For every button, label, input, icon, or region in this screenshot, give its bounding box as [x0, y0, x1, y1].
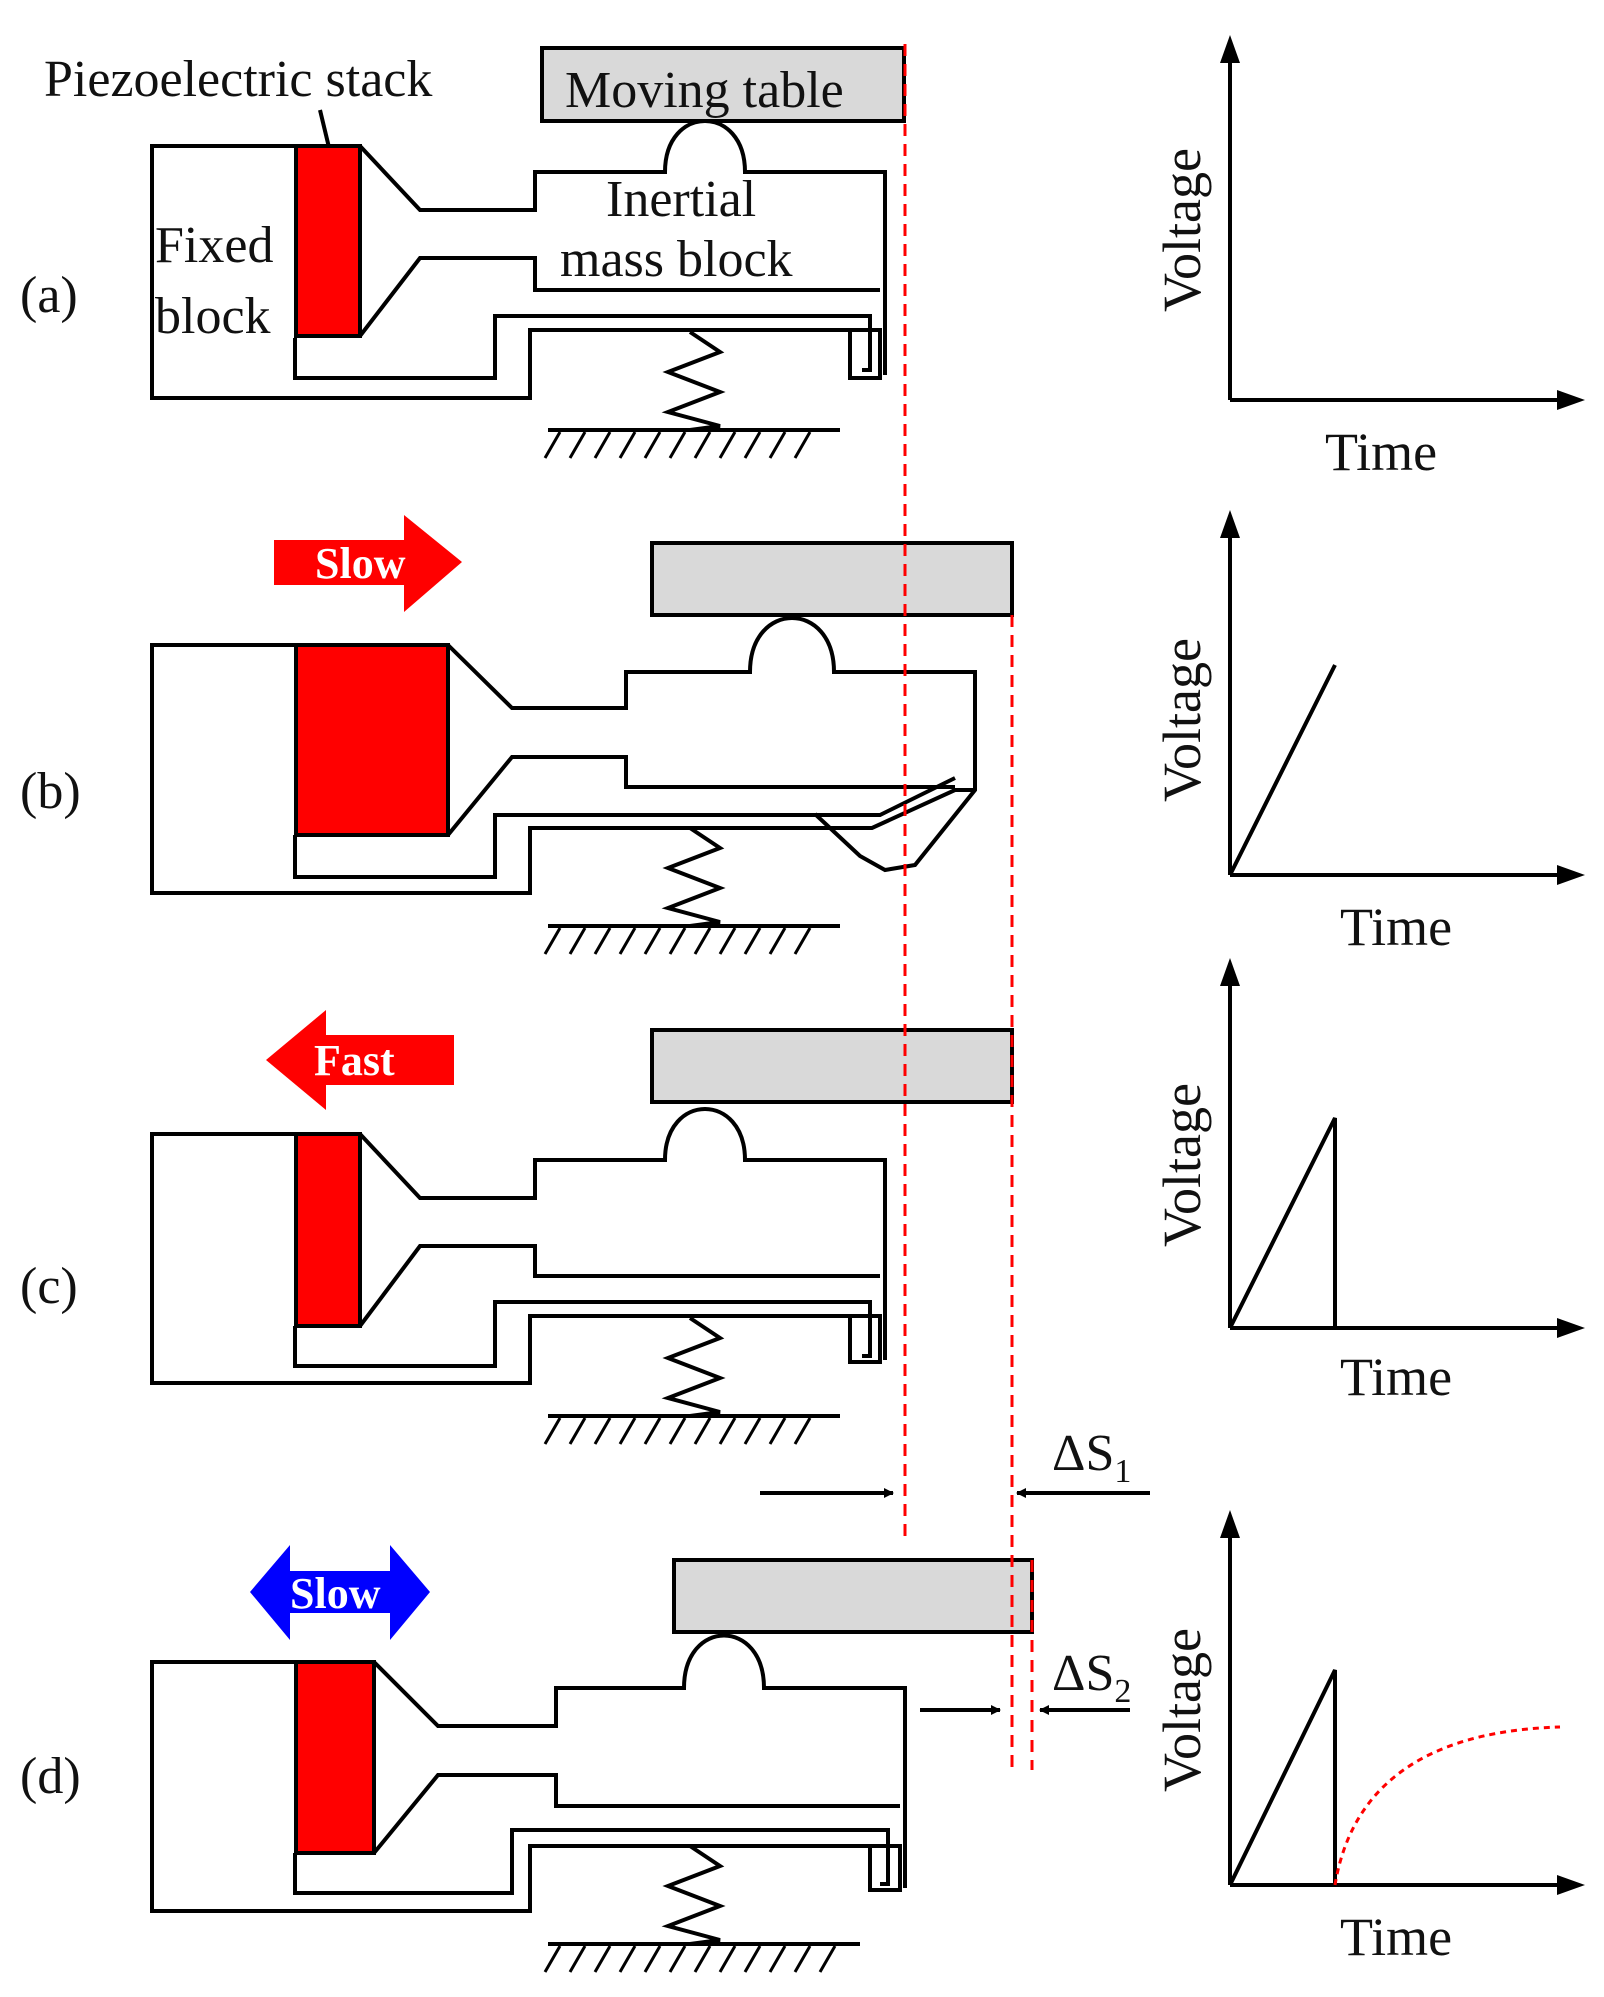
x-axis-label: Time [1340, 1907, 1452, 1967]
y-axis-arrow [1220, 958, 1240, 986]
piezo-label: Piezoelectric stack [44, 51, 432, 108]
panel-d: (d) Slow [20, 1545, 1034, 1973]
panel-a: (a) Piezoelectric stack Moving table Fix… [20, 46, 906, 459]
inertial-mass-block [372, 1633, 907, 1888]
inertial-label-2: mass block [560, 231, 793, 288]
fixed-block-frame [150, 1132, 882, 1385]
panel-d-tag: (d) [20, 1748, 81, 1805]
flexure-arm [446, 755, 955, 837]
y-axis-label: Voltage [1152, 1083, 1212, 1247]
inertial-mass-block [446, 616, 977, 873]
ground-hatch [543, 1417, 812, 1445]
fast-left-label: Fast [314, 1036, 395, 1085]
panel-a-tag: (a) [20, 267, 78, 324]
ground-hatch [543, 431, 812, 459]
spring [661, 1844, 726, 1946]
voltage-ramp [1228, 664, 1337, 876]
decay-curve [1333, 1725, 1561, 1886]
moving-table [650, 541, 1014, 617]
fixed-block-inner [293, 1300, 872, 1368]
slow-both-arrow [250, 1545, 430, 1640]
y-axis-label: Voltage [1152, 638, 1212, 802]
fixed-block-frame [150, 144, 882, 400]
voltage-sawtooth [1228, 1669, 1337, 1886]
slow-right-label: Slow [315, 539, 406, 588]
fixed-label-2: block [155, 288, 271, 345]
fixed-block-inner [293, 776, 956, 879]
panel-c: (c) Fast [20, 1010, 1014, 1445]
panel-c-tag: (c) [20, 1258, 78, 1315]
piezo-stack [294, 1660, 376, 1855]
x-axis-label: Time [1340, 1347, 1452, 1407]
flexure-arm [358, 256, 880, 338]
fast-left-arrow [266, 1010, 454, 1110]
fixed-block-inner [293, 1828, 890, 1895]
slow-both-label: Slow [290, 1569, 381, 1618]
delta-s2-label: ΔS2 [1052, 1645, 1131, 1710]
piezo-stack [294, 144, 362, 338]
x-axis-arrow [1557, 390, 1585, 410]
x-axis-arrow [1557, 1318, 1585, 1338]
delta-s2-indicator: ΔS2 [920, 1645, 1131, 1715]
flexure-arm [372, 1773, 900, 1855]
piezo-stack [294, 1132, 362, 1328]
ground-hatch [543, 927, 812, 955]
voltage-sawtooth [1228, 1117, 1337, 1329]
fixed-block-inner [293, 314, 872, 380]
ground-hatch [543, 1945, 837, 1973]
y-axis-arrow [1220, 1510, 1240, 1538]
y-axis-label: Voltage [1152, 148, 1212, 312]
spring [661, 1316, 726, 1418]
panel-b-tag: (b) [20, 763, 81, 820]
moving-table-label: Moving table [565, 62, 844, 119]
moving-table [672, 1558, 1034, 1634]
spring [661, 330, 726, 432]
inertial-mass-block [358, 119, 887, 375]
fixed-block-frame [150, 643, 975, 895]
piezo-stack [294, 643, 450, 837]
x-axis-label: Time [1340, 897, 1452, 957]
inertial-label-1: Inertial [606, 171, 756, 228]
panel-b: (b) Slow [20, 515, 1014, 955]
flexure-arm [358, 1244, 880, 1328]
x-axis-arrow [1557, 865, 1585, 885]
x-axis-label: Time [1325, 422, 1437, 482]
y-axis-arrow [1220, 35, 1240, 63]
inertial-mass-block [358, 1107, 887, 1360]
fixed-label-1: Fixed [155, 217, 273, 274]
y-axis-label: Voltage [1152, 1628, 1212, 1792]
spring [661, 826, 726, 928]
slow-right-arrow [274, 515, 462, 612]
voltage-graphs: VoltageTimeVoltageTimeVoltageTimeVoltage… [1152, 35, 1585, 1967]
x-axis-arrow [1557, 1875, 1585, 1895]
delta-s1-indicator: ΔS1 [760, 1425, 1150, 1498]
moving-table [650, 1028, 1014, 1104]
y-axis-arrow [1220, 510, 1240, 538]
delta-s1-label: ΔS1 [1052, 1425, 1131, 1490]
fixed-block-frame [150, 1660, 902, 1913]
